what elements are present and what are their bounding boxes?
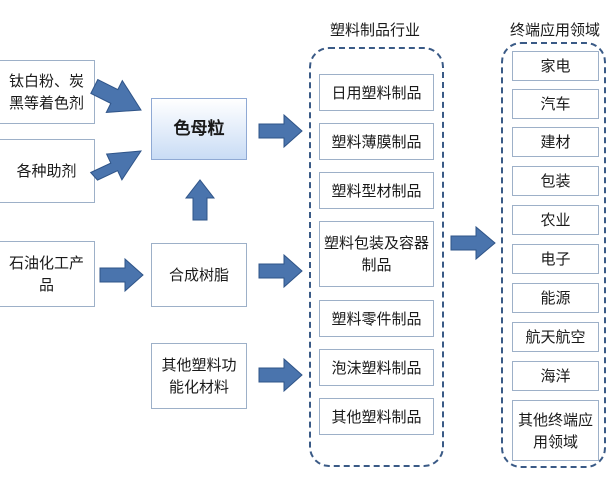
end-use-item-label: 包装 bbox=[540, 172, 571, 190]
end-use-group bbox=[501, 42, 606, 468]
plastics-item: 塑料包装及容器制品 bbox=[319, 221, 434, 287]
end-use-item: 电子 bbox=[512, 244, 599, 274]
end-use-heading: 终端应用领域 bbox=[509, 21, 600, 39]
end-use-item-label: 航天航空 bbox=[525, 328, 586, 346]
end-use-item-label: 电子 bbox=[540, 250, 571, 268]
pigment-box: 钛白粉、炭黑等着色剂 bbox=[0, 60, 95, 124]
plastics-item: 其他塑料制品 bbox=[319, 398, 434, 435]
resin-label: 合成树脂 bbox=[168, 266, 229, 284]
end-use-item: 汽车 bbox=[512, 89, 599, 119]
plastics-item: 塑料零件制品 bbox=[319, 300, 434, 337]
plastics-item-label: 塑料型材制品 bbox=[331, 181, 422, 200]
plastics-item: 泡沫塑料制品 bbox=[319, 349, 434, 386]
arrow-functional-to-plastics bbox=[258, 357, 303, 393]
arrow-plastics-to-end-use bbox=[450, 225, 496, 261]
plastics-group bbox=[309, 47, 444, 467]
end-use-item-label: 农业 bbox=[540, 211, 571, 229]
end-use-item: 家电 bbox=[512, 51, 599, 81]
end-use-item: 农业 bbox=[512, 205, 599, 235]
plastics-item-label: 泡沫塑料制品 bbox=[331, 358, 422, 377]
end-use-item-label: 海洋 bbox=[540, 367, 571, 385]
resin-box: 合成树脂 bbox=[151, 243, 247, 307]
end-use-item: 能源 bbox=[512, 283, 599, 313]
petro-label: 石油化工产品 bbox=[8, 254, 84, 294]
additive-label: 各种助剂 bbox=[16, 162, 77, 180]
end-use-item: 其他终端应用领域 bbox=[512, 400, 599, 461]
pigment-label: 钛白粉、炭黑等着色剂 bbox=[8, 72, 84, 112]
end-use-item-label: 建材 bbox=[540, 133, 571, 151]
plastics-item: 塑料型材制品 bbox=[319, 172, 434, 209]
end-use-item: 建材 bbox=[512, 127, 599, 157]
functional-label: 其他塑料功能化材料 bbox=[161, 356, 237, 396]
end-use-item: 航天航空 bbox=[512, 322, 599, 352]
plastics-item: 塑料薄膜制品 bbox=[319, 123, 434, 160]
arrow-pigment-to-masterbatch bbox=[90, 78, 142, 113]
masterbatch-box: 色母粒 bbox=[151, 98, 247, 160]
plastics-item-label: 日用塑料制品 bbox=[331, 83, 422, 102]
arrow-additive-to-masterbatch bbox=[89, 150, 142, 181]
masterbatch-label: 色母粒 bbox=[173, 119, 225, 139]
plastics-item: 日用塑料制品 bbox=[319, 74, 434, 111]
functional-box: 其他塑料功能化材料 bbox=[151, 343, 247, 409]
end-use-item-label: 家电 bbox=[540, 57, 571, 75]
end-use-item-label: 其他终端应用领域 bbox=[517, 410, 593, 451]
plastics-item-label: 塑料薄膜制品 bbox=[331, 132, 422, 151]
additive-box: 各种助剂 bbox=[0, 139, 95, 203]
plastics-item-label: 塑料零件制品 bbox=[331, 309, 422, 328]
end-use-item: 海洋 bbox=[512, 361, 599, 391]
plastics-item-label: 其他塑料制品 bbox=[331, 407, 422, 426]
end-use-item-label: 能源 bbox=[540, 289, 571, 307]
plastics-heading: 塑料制品行业 bbox=[329, 21, 420, 39]
arrow-resin-to-masterbatch bbox=[184, 179, 216, 221]
arrow-resin-to-plastics bbox=[258, 253, 303, 289]
arrow-petro-to-resin bbox=[99, 257, 144, 293]
arrow-masterbatch-to-plastics bbox=[258, 113, 303, 149]
end-use-item-label: 汽车 bbox=[540, 95, 571, 113]
end-use-item: 包装 bbox=[512, 166, 599, 196]
plastics-item-label: 塑料包装及容器制品 bbox=[324, 234, 430, 274]
petro-box: 石油化工产品 bbox=[0, 241, 95, 307]
